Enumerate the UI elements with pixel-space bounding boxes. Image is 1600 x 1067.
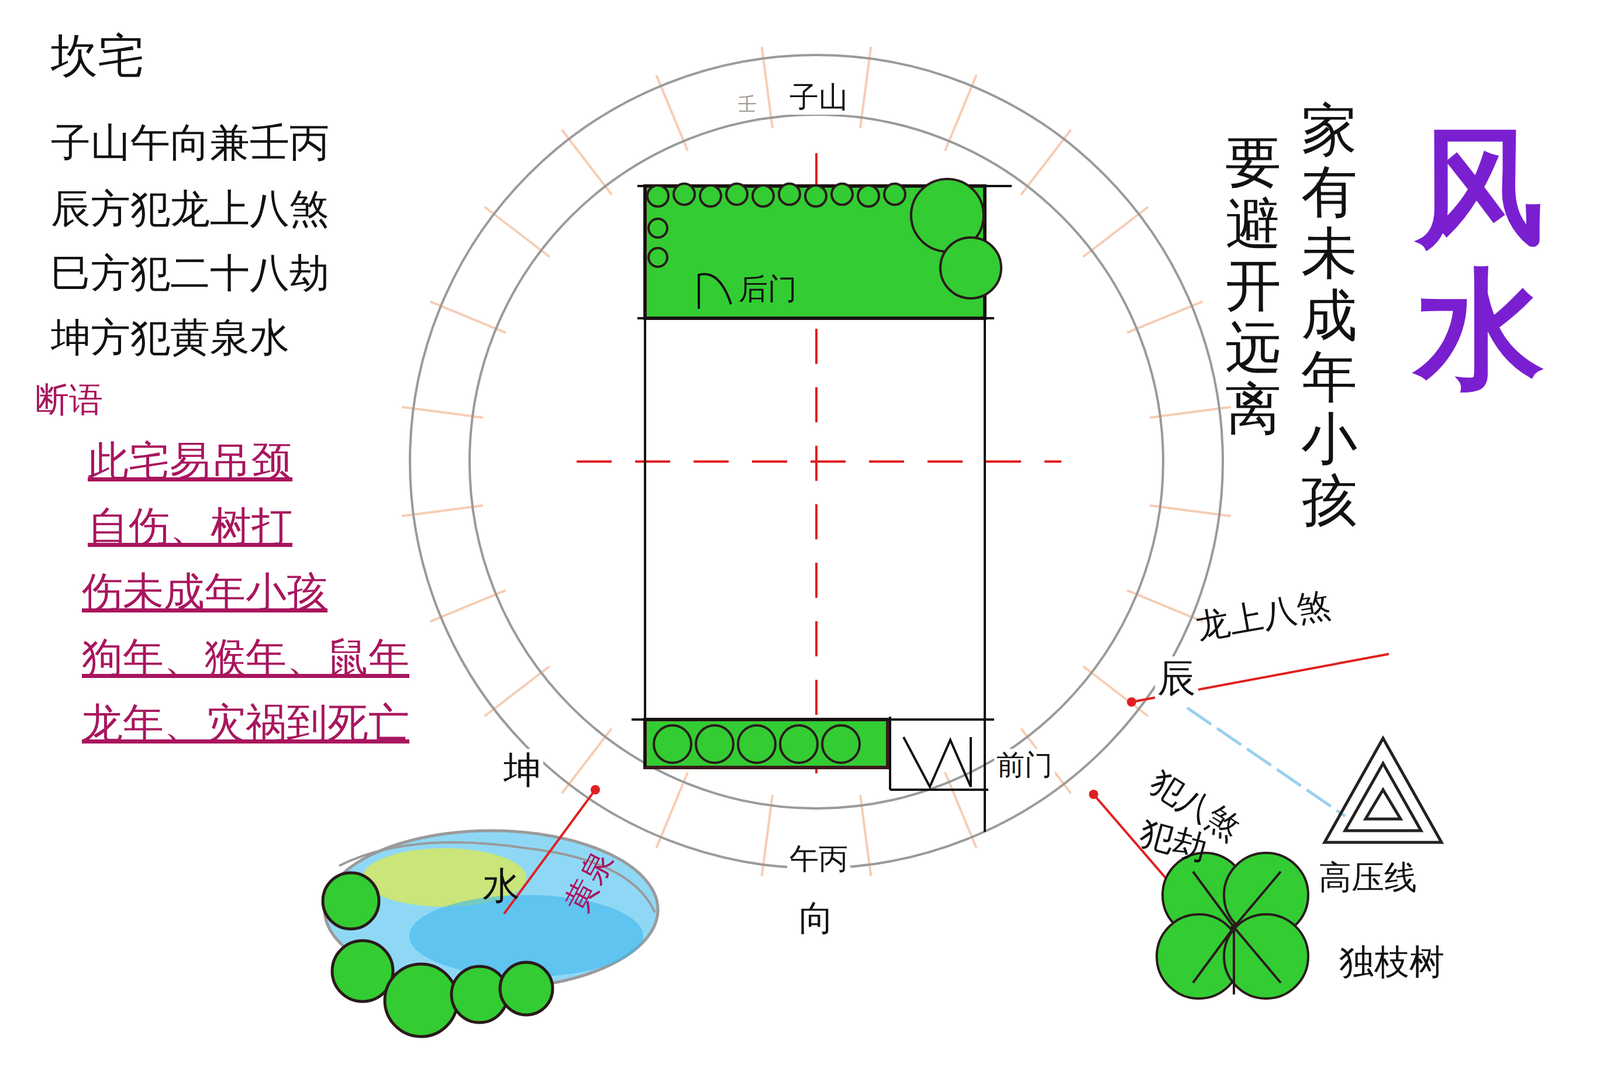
verdict-line: 伤未成年小孩 (81, 568, 328, 616)
pond: 水黄泉 (327, 812, 655, 1006)
vertical-note: 家有未成年小孩 (1301, 99, 1358, 532)
hazard-label: 高压线 (1318, 858, 1417, 896)
facing-label: 向 (798, 897, 834, 939)
pond (322, 830, 658, 1037)
note-line: 辰方犯龙上八煞 (50, 185, 330, 232)
direction-label: 辰 (1154, 656, 1199, 701)
direction-label: 午丙 (787, 842, 851, 877)
note-line: 巳方犯二十八劫 (50, 250, 330, 296)
high-voltage-symbol (1324, 738, 1442, 843)
node-text: 水 (482, 864, 520, 908)
leader-line (1131, 653, 1389, 702)
door-label: 前门 (994, 748, 1055, 781)
direction-label: 坤 (501, 748, 544, 792)
lone-tree (1156, 852, 1309, 999)
compass-outer-ring (409, 54, 1223, 868)
verdict-line: 此宅易吊颈 (87, 437, 293, 485)
verdict-heading: 断语 (35, 380, 103, 420)
compass-inner-ring (469, 114, 1164, 809)
verdict-line: 狗年、猴年、鼠年 (81, 633, 410, 682)
verdict-line: 龙年、灾祸到死亡 (81, 699, 410, 747)
vertical-note: 要避开远离 (1225, 131, 1282, 441)
back-garden-band: 后门 (645, 185, 985, 319)
node-text: 后门 (738, 272, 798, 307)
axis-line (576, 460, 1062, 463)
hazard-label: 独枝树 (1339, 941, 1445, 982)
note-line: 子山午向兼壬丙 (50, 119, 330, 166)
mountain-label: 子山 (787, 80, 851, 115)
direction-label: 壬 (735, 93, 760, 116)
note-line: 坤方犯黄泉水 (50, 314, 290, 361)
verdict-line: 自伤、树打 (87, 502, 293, 551)
node-text: 黄泉 (558, 845, 621, 919)
compass-ticks (401, 46, 1231, 877)
hazard-label: 龙上八煞 (1192, 584, 1334, 647)
title: 坎宅 (50, 29, 145, 84)
house-plan (631, 178, 1012, 832)
big-title: 风水 (1415, 116, 1544, 400)
